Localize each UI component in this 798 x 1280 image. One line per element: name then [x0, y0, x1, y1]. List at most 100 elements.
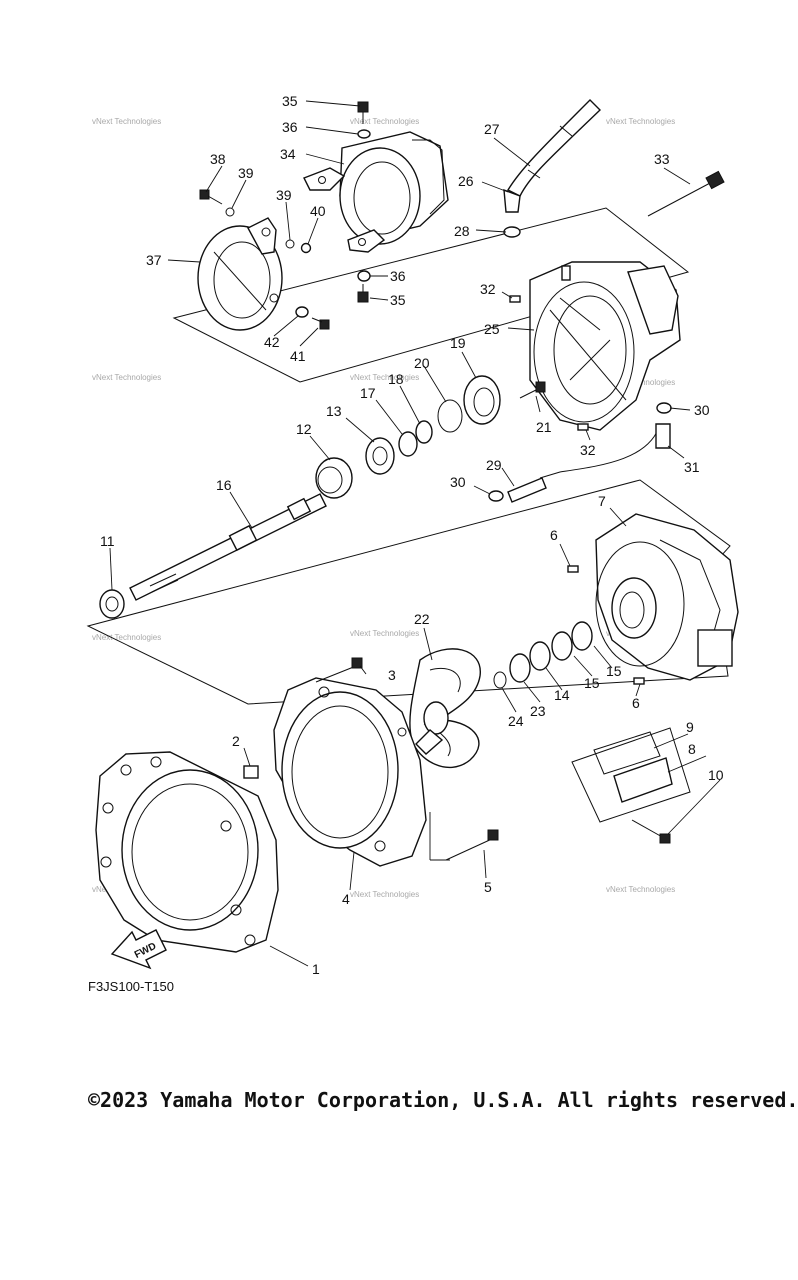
watermark: vNext Technologies: [606, 117, 675, 126]
callout-12: 12: [296, 421, 312, 437]
part-32-pin: [577, 423, 589, 431]
part-10-bolt: [631, 819, 671, 844]
callout-1: 1: [312, 961, 320, 977]
part-15-ring: [551, 631, 573, 661]
watermark: vNext Technologies: [92, 373, 161, 382]
callout-25: 25: [484, 321, 500, 337]
callout-32: 32: [580, 442, 596, 458]
watermark: vNext Technologies: [350, 373, 419, 382]
part-24-o-ring: [493, 671, 507, 689]
part-37-nozzle-ring: [197, 217, 283, 331]
watermark: vNext Technologies: [92, 117, 161, 126]
callout-27: 27: [484, 121, 500, 137]
part-26-hose-end: [503, 188, 521, 213]
part-5-bolt: [445, 829, 499, 861]
callout-24: 24: [508, 713, 524, 729]
callout-7: 7: [598, 493, 606, 509]
callout-39: 39: [238, 165, 254, 181]
callout-labels: 1 2 3 4 5 6 6 7 8 9 10 11 12 13 14 15 15…: [100, 93, 724, 977]
callout-37: 37: [146, 252, 162, 268]
part-30-clamp: [656, 402, 672, 414]
part-39-washer: [225, 207, 235, 217]
part-3-bolt: [315, 657, 363, 683]
callout-32: 32: [480, 281, 496, 297]
part-16-drive-shaft: [129, 493, 327, 601]
callout-40: 40: [310, 203, 326, 219]
callout-4: 4: [342, 891, 350, 907]
callout-26: 26: [458, 173, 474, 189]
callout-9: 9: [686, 719, 694, 735]
part-42-collar: [295, 306, 309, 318]
watermark: vNext Technologies: [350, 629, 419, 638]
callout-6: 6: [632, 695, 640, 711]
watermark: vNext Technologies: [350, 890, 419, 899]
part-21-bolt: [519, 381, 546, 399]
callout-2: 2: [232, 733, 240, 749]
part-29-hose-fitting: [507, 477, 547, 503]
callout-30: 30: [694, 402, 710, 418]
part-36-washer: [357, 270, 371, 282]
part-33-bolt: [647, 170, 725, 217]
part-9-gasket: [593, 731, 661, 775]
part-22-impeller: [409, 648, 481, 769]
callout-41: 41: [290, 348, 306, 364]
part-2-dowel: [243, 765, 259, 779]
callout-42: 42: [264, 334, 280, 350]
part-35-bolt: [357, 101, 369, 124]
part-15-ring: [571, 621, 593, 651]
watermark: vNext Technologies: [606, 885, 675, 894]
part-17-seal: [398, 431, 418, 457]
part-4-intake-duct: [273, 677, 427, 867]
exploded-parts-diagram: vNext Technologies vNext Technologies vN…: [86, 93, 739, 977]
callout-20: 20: [414, 355, 430, 371]
callout-8: 8: [688, 741, 696, 757]
callout-33: 33: [654, 151, 670, 167]
callout-3: 3: [388, 667, 396, 683]
part-7-pump-housing: [595, 513, 739, 681]
part-41-bolt: [311, 317, 330, 330]
callout-18: 18: [388, 371, 404, 387]
callout-35: 35: [282, 93, 298, 109]
part-11-bearing: [99, 589, 125, 619]
part-25-jet-housing: [529, 261, 681, 431]
callout-31: 31: [684, 459, 700, 475]
part-27-hose: [507, 99, 601, 197]
callout-13: 13: [326, 403, 342, 419]
part-12-collar: [315, 457, 353, 499]
callout-5: 5: [484, 879, 492, 895]
callout-21: 21: [536, 419, 552, 435]
part-8-cover: [613, 757, 673, 803]
callout-23: 23: [530, 703, 546, 719]
watermark: vNext Technologies: [92, 633, 161, 642]
callout-19: 19: [450, 335, 466, 351]
part-23-liner-ring: [509, 653, 531, 683]
callout-11: 11: [100, 533, 115, 549]
part-18-seal: [415, 420, 433, 444]
nozzle-assembly-frame: [172, 207, 690, 383]
callout-30: 30: [450, 474, 466, 490]
part-32-pin: [509, 295, 521, 303]
callout-15: 15: [584, 675, 600, 691]
callout-36: 36: [390, 268, 406, 284]
callout-34: 34: [280, 146, 296, 162]
part-39-washer: [285, 239, 295, 249]
callout-17: 17: [360, 385, 376, 401]
callout-28: 28: [454, 223, 470, 239]
callout-6: 6: [550, 527, 558, 543]
callout-29: 29: [486, 457, 502, 473]
figure-code: F3JS100-T150: [88, 979, 174, 994]
callout-22: 22: [414, 611, 430, 627]
part-31-hose: [539, 423, 671, 479]
part-35-bolt: [357, 284, 369, 303]
part-19-cap: [463, 375, 501, 425]
part-34-steering-nozzle: [303, 131, 449, 253]
part-28-clamp: [503, 226, 521, 238]
callout-14: 14: [554, 687, 570, 703]
part-6-pin: [633, 677, 645, 685]
copyright-notice: ©2023 Yamaha Motor Corporation, U.S.A. A…: [88, 1088, 798, 1112]
callout-35: 35: [390, 292, 406, 308]
part-38-bolt: [199, 189, 223, 205]
part-13-bearing: [365, 437, 395, 475]
part-1-pump-base-housing: [95, 751, 279, 953]
callout-36: 36: [282, 119, 298, 135]
